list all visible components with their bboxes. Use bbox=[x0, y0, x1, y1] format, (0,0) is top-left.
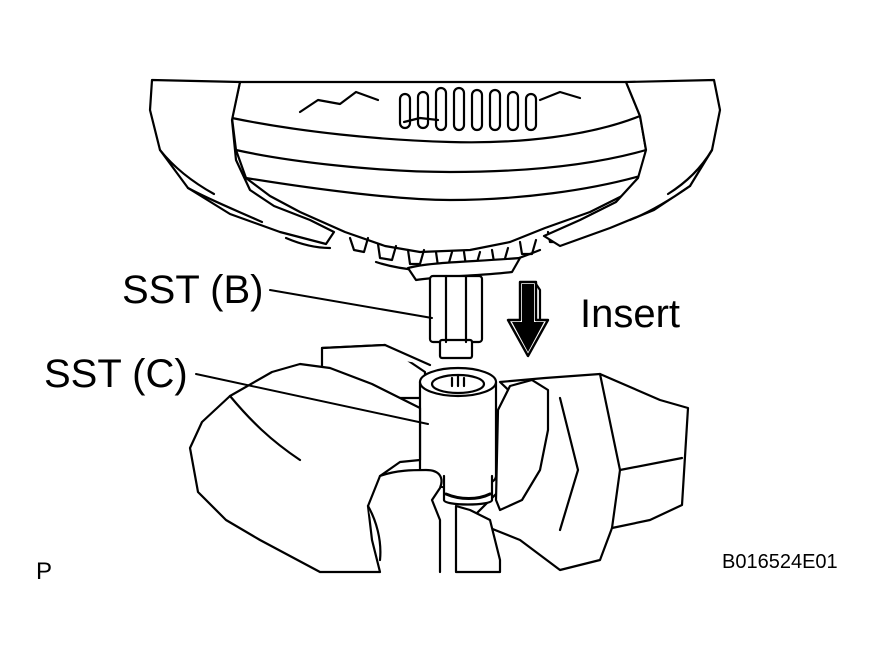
alternator-housing bbox=[230, 80, 648, 254]
housing-slots bbox=[398, 86, 538, 132]
sst-b-label: SST (B) bbox=[122, 268, 264, 312]
left-hand-top bbox=[148, 78, 336, 250]
sst-c-label: SST (C) bbox=[44, 352, 188, 396]
right-hand-top bbox=[542, 78, 722, 248]
leader-sst-c bbox=[195, 373, 429, 425]
leader-lines bbox=[195, 289, 433, 425]
figure-code-label: B016524E01 bbox=[722, 551, 838, 573]
leader-sst-b bbox=[269, 289, 433, 319]
right-hand-bottom bbox=[454, 378, 550, 574]
sst-c-tool bbox=[418, 366, 498, 506]
insert-label: Insert bbox=[580, 292, 681, 336]
view-marker-label: P bbox=[36, 558, 53, 585]
insert-arrow bbox=[506, 280, 550, 358]
left-hand-bottom bbox=[188, 362, 443, 574]
sst-b-tool bbox=[406, 256, 522, 360]
